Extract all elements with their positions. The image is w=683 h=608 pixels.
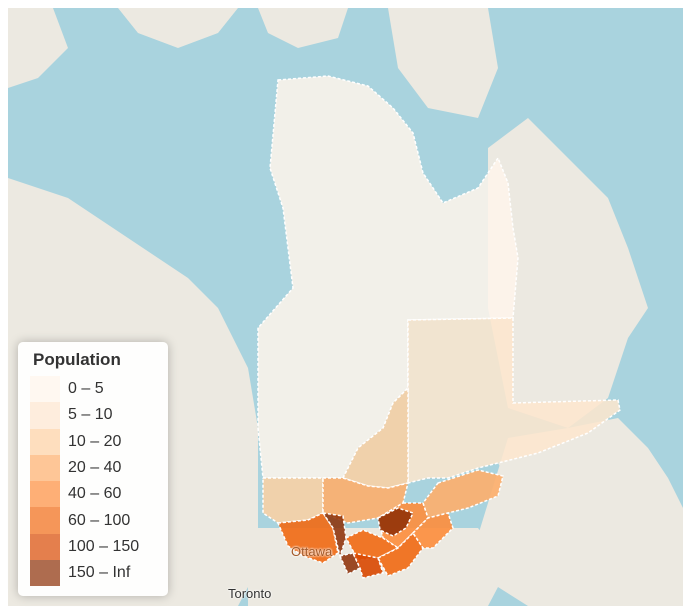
island-anticosti (498, 460, 548, 474)
region-abitibi[interactable] (262, 477, 324, 524)
legend-title: Population (33, 350, 121, 369)
legend-swatch (30, 481, 60, 508)
city-label-toronto: Toronto (228, 586, 272, 601)
region-outaouais[interactable] (276, 512, 339, 564)
legend-swatch (30, 560, 60, 587)
land-baffin (388, 8, 498, 118)
legend-swatch (30, 402, 60, 429)
city-label-ottawa: Ottawa (291, 544, 333, 559)
legend-label: 150 – Inf (68, 564, 131, 582)
legend-label: 60 – 100 (68, 511, 131, 529)
legend-label: 100 – 150 (68, 537, 140, 555)
region-montreal[interactable] (338, 552, 361, 576)
legend-swatch (30, 533, 60, 561)
legend-label: 40 – 60 (68, 485, 122, 503)
legend-row: 100 – 150 (30, 533, 168, 561)
land-west (8, 8, 68, 88)
legend-label: 20 – 40 (68, 459, 122, 477)
legend-swatch (30, 507, 60, 534)
legend-row: 10 – 20 (30, 428, 168, 455)
legend: Population 0 – 5 5 – 10 10 – 20 20 – 40 40 –… (18, 342, 168, 596)
legend-rows: 0 – 5 5 – 10 10 – 20 20 – 40 40 – 60 60 – 100… (30, 376, 168, 587)
legend-row: 20 – 40 (30, 454, 168, 482)
legend-row: 40 – 60 (30, 481, 168, 508)
legend-row: 150 – Inf (30, 560, 168, 587)
legend-label: 10 – 20 (68, 432, 122, 450)
region-quebec-city[interactable] (377, 507, 415, 537)
legend-swatch (30, 428, 60, 455)
region-monteregie[interactable] (351, 551, 384, 579)
legend-label: 5 – 10 (68, 406, 113, 424)
land-north-islands-2 (258, 8, 348, 48)
region-laurentides[interactable] (321, 512, 347, 559)
legend-row: 60 – 100 (30, 507, 168, 534)
legend-row: 0 – 5 (30, 376, 168, 403)
land-labrador (488, 118, 648, 428)
land-north-islands (118, 8, 238, 48)
legend-swatch (30, 454, 60, 482)
legend-row: 5 – 10 (30, 402, 168, 429)
legend-swatch (30, 376, 60, 403)
quebec-regions (257, 75, 621, 579)
legend-label: 0 – 5 (68, 380, 104, 398)
region-chaudiere-appalaches[interactable] (412, 512, 454, 549)
